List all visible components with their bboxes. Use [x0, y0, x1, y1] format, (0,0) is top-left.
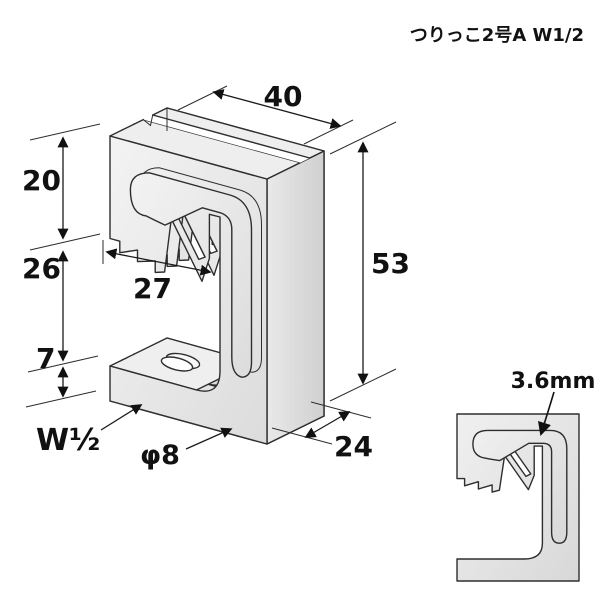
ext-line — [310, 401, 372, 419]
dim-20-label: 20 — [22, 164, 61, 197]
back-plate-top-face — [152, 107, 325, 159]
dim-24-label: 24 — [334, 430, 373, 463]
dim-40-label: 40 — [264, 80, 303, 113]
gap-label: 3.6mm — [511, 369, 596, 394]
ext-line — [27, 355, 99, 373]
bolt-hole — [160, 356, 194, 372]
ext-line — [29, 123, 101, 141]
ext-line — [29, 233, 101, 251]
ext-line — [329, 368, 397, 402]
section-view: 3.6mm — [456, 369, 596, 582]
dim-27-arrow — [105, 248, 212, 276]
thread-leader — [100, 404, 143, 431]
plate-gap — [143, 115, 310, 163]
dimensions: 40 53 20 26 7 27 24 — [22, 80, 410, 471]
ext-line — [25, 390, 97, 408]
dim-53-label: 53 — [371, 247, 410, 280]
ext-line — [271, 427, 333, 445]
hole-label: φ8 — [140, 440, 180, 471]
thread-label: W½ — [36, 423, 100, 458]
plate-gap-notch — [142, 114, 154, 127]
dim-24-arrow — [304, 411, 351, 438]
hole-leader — [185, 427, 233, 450]
dim-7-label: 7 — [36, 342, 55, 375]
ext-line — [303, 119, 354, 145]
dim-27-label: 27 — [133, 272, 172, 305]
gap-leader — [538, 391, 555, 436]
section-channel — [472, 429, 568, 544]
page-title: つりっこ2号A W1/2 — [409, 25, 584, 46]
dim-26-label: 26 — [22, 252, 61, 285]
dim-40-arrow — [212, 89, 342, 129]
ext-line — [177, 85, 228, 111]
column-right-face — [266, 150, 325, 445]
ext-line — [329, 121, 397, 155]
